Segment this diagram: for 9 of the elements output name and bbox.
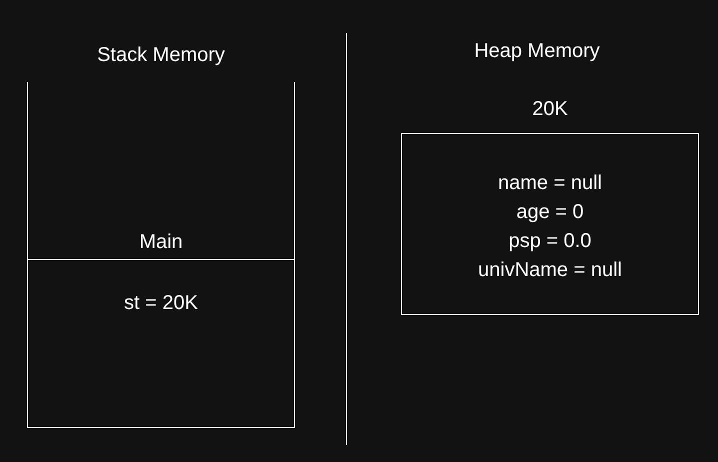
field-text: psp = 0.0 bbox=[508, 229, 592, 254]
heap-title: Heap Memory bbox=[474, 39, 600, 64]
field-text: univName = null bbox=[478, 258, 622, 283]
frame-name: Main bbox=[139, 230, 183, 255]
field-text: age = 0 bbox=[516, 200, 584, 225]
variable-text: st = 20K bbox=[124, 291, 198, 316]
stack-title: Stack Memory bbox=[97, 43, 225, 68]
object-address: 20K bbox=[532, 97, 568, 122]
field-text: name = null bbox=[498, 171, 602, 196]
